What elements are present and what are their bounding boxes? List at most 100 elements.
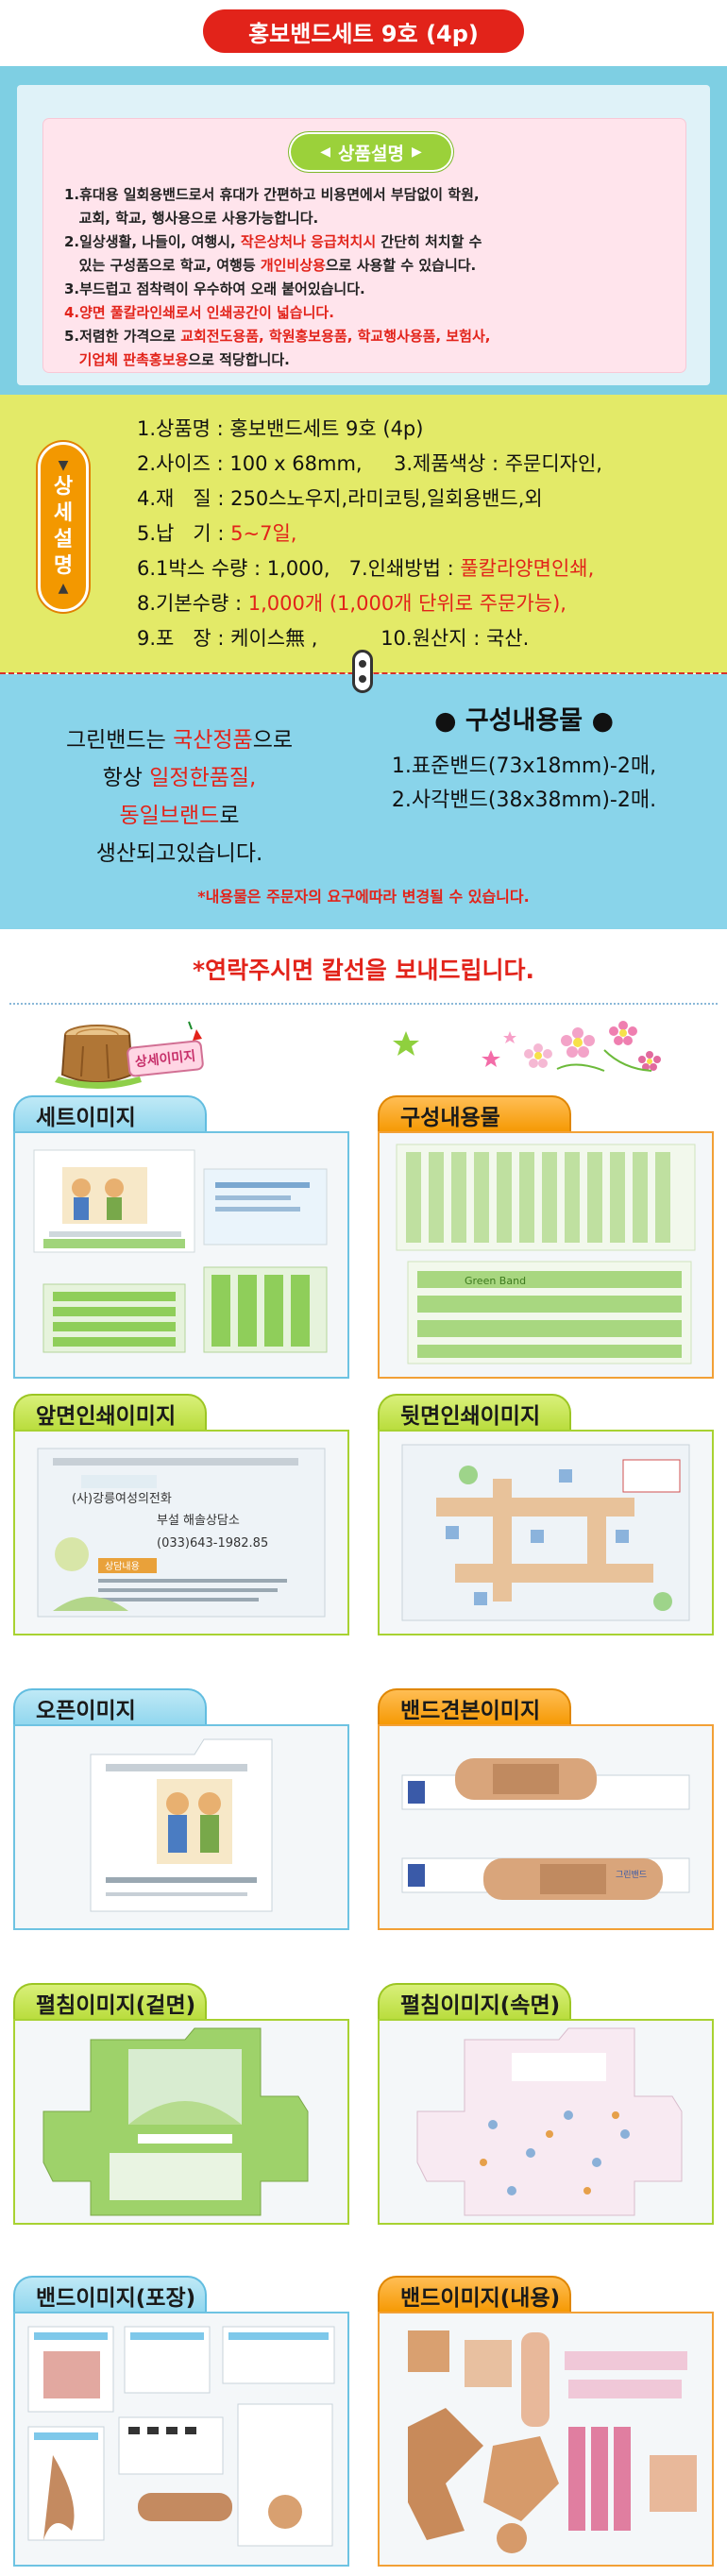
detail-line-text: 5~7일, xyxy=(230,522,297,545)
page-title: 홍보밴드세트 9호 (4p) xyxy=(203,9,524,53)
detail-line-text: 9.포 장 : 케이스無 , 10.원산지 : 국산. xyxy=(137,627,530,650)
triangle-down-icon: ▼ xyxy=(58,458,69,473)
description-line-text: 기업체 판촉홍보용 xyxy=(78,351,189,368)
composition-note: *내용물은 주문자의 요구에따라 변경될 수 있습니다. xyxy=(197,888,530,906)
brand-line: 동일브랜드로 xyxy=(38,797,321,835)
components-photo: Green Band xyxy=(378,1131,714,1379)
description-line: 2.일상생활, 나들이, 여행시, 작은상처나 응급처치시 간단히 처치할 수 xyxy=(64,230,668,254)
band-packaging-photo xyxy=(13,2312,349,2567)
tree-stump-sign-icon: 상세이미지 xyxy=(55,1021,204,1089)
arrow-left-icon: ◀ xyxy=(320,144,331,160)
brand-line-text: 항상 xyxy=(102,766,150,790)
card-label-unfolded-inner: 펼침이미지(속면) xyxy=(378,1983,571,2021)
product-description-label: ◀ 상품설명 ▶ xyxy=(291,134,451,170)
brand-en-text: Green Band xyxy=(465,1275,526,1287)
description-line-text: 있는 구성품으로 학교, 여행등 xyxy=(64,257,261,274)
contact-note: *연락주시면 칼선을 보내드립니다. xyxy=(193,957,534,984)
brand-line-text: 동일브랜드 xyxy=(119,804,220,828)
card-label-band-packaging: 밴드이미지(포장) xyxy=(13,2276,207,2313)
brand-line: 그린밴드는 국산정품으로 xyxy=(38,721,321,759)
description-line-text: 작은상처나 응급처치시 xyxy=(240,233,377,250)
detail-line-text: 6.1박스 수량 : 1,000, 7.인쇄방법 : xyxy=(137,557,461,580)
card-label-back-print: 뒷면인쇄이미지 xyxy=(378,1394,571,1432)
card-label-front-print: 앞면인쇄이미지 xyxy=(13,1394,207,1432)
detail-line: 2.사이즈 : 100 x 68mm, 3.제품색상 : 주문디자인, xyxy=(137,447,722,482)
composition-contents: ● 구성내용물 ● 1.표준밴드(73x18mm)-2매, 2.사각밴드(38x… xyxy=(340,693,708,818)
description-line: 있는 구성품으로 학교, 여행등 개인비상용으로 사용할 수 있습니다. xyxy=(64,254,668,278)
description-line-text: 으로 적당합니다. xyxy=(188,351,290,368)
description-line: 1.휴대용 일회용밴드로서 휴대가 간편하고 비용면에서 부담없이 학원, xyxy=(64,183,668,207)
unfolded-outer-photo xyxy=(13,2019,349,2225)
product-description-list: 1.휴대용 일회용밴드로서 휴대가 간편하고 비용면에서 부담없이 학원, 교회… xyxy=(64,183,668,372)
detail-spec-list: 1.상품명 : 홍보밴드세트 9호 (4p) 2.사이즈 : 100 x 68mm… xyxy=(137,412,722,656)
description-line-text: 1.휴대용 일회용밴드로서 휴대가 간편하고 비용면에서 부담없이 학원, xyxy=(64,186,484,203)
card-label-open-image: 오픈이미지 xyxy=(13,1688,207,1726)
description-line-text: 개인비상용 xyxy=(260,257,326,274)
description-line-text: 으로 사용할 수 있습니다. xyxy=(325,257,477,274)
detail-line-text: 5.납 기 : xyxy=(137,522,231,545)
open-image-photo xyxy=(13,1724,349,1930)
detail-line-text: 4.재 질 : 250스노우지,라미코팅,일회용밴드,외 xyxy=(137,487,543,510)
flowers-decoration-icon xyxy=(393,1021,661,1072)
brand-line: 생산되고있습니다. xyxy=(38,835,321,873)
description-line-text: 2.일상생활, 나들이, 여행시, xyxy=(64,233,241,250)
card-label-set-image: 세트이미지 xyxy=(13,1095,207,1133)
binder-ring-icon xyxy=(352,650,373,693)
unfolded-inner-photo xyxy=(378,2019,714,2225)
arrow-right-icon: ▶ xyxy=(411,144,422,160)
composition-item: 1.표준밴드(73x18mm)-2매, xyxy=(391,754,657,778)
detail-line: 6.1박스 수량 : 1,000, 7.인쇄방법 : 풀칼라양면인쇄, xyxy=(137,551,722,586)
card-label-unfolded-outer: 펼침이미지(겉면) xyxy=(13,1983,207,2021)
detail-line: 9.포 장 : 케이스無 , 10.원산지 : 국산. xyxy=(137,621,722,656)
description-line-text: 5.저렴한 가격으로 xyxy=(64,328,181,345)
product-description-panel: ◀ 상품설명 ▶ 1.휴대용 일회용밴드로서 휴대가 간편하고 비용면에서 부담… xyxy=(17,85,710,385)
detail-label-tab: ▼ 상세설명 ▲ xyxy=(38,442,89,612)
brand-line-text: 일정한품질, xyxy=(149,766,257,790)
card-label-band-sample: 밴드견본이미지 xyxy=(378,1688,571,1726)
front-card-subtitle: 부설 해솔상담소 xyxy=(157,1514,240,1528)
description-line: 3.부드럽고 점착력이 우수하여 오래 붙어있습니다. xyxy=(64,278,668,301)
triangle-up-icon: ▲ xyxy=(58,581,69,596)
brand-line-text: 그린밴드는 xyxy=(65,728,174,753)
brand-line-text: 생산되고있습니다. xyxy=(95,841,263,866)
detail-line: 8.기본수량 : 1,000개 (1,000개 단위로 주문가능), xyxy=(137,586,722,621)
band-sample-photo: 그린밴드 xyxy=(378,1724,714,1930)
detail-image-sign-text: 상세이미지 xyxy=(134,1048,196,1071)
front-print-photo: (사)강릉여성의전화 부설 해솔상담소 (033)643-1982.85 상담내… xyxy=(13,1430,349,1635)
composition-heading: ● 구성내용물 ● xyxy=(433,706,615,736)
product-description-section: ◀ 상품설명 ▶ 1.휴대용 일회용밴드로서 휴대가 간편하고 비용면에서 부담… xyxy=(0,66,727,395)
detail-line: 1.상품명 : 홍보밴드세트 9호 (4p) xyxy=(137,412,722,447)
back-print-photo xyxy=(378,1430,714,1635)
description-line-text: 3.부드럽고 점착력이 우수하여 오래 붙어있습니다. xyxy=(64,280,365,297)
description-line: 교회, 학교, 행사용으로 사용가능합니다. xyxy=(64,207,668,230)
product-description-label-text: 상품설명 xyxy=(338,143,404,164)
detail-line-text: 2.사이즈 : 100 x 68mm, 3.제품색상 : 주문디자인, xyxy=(137,452,602,475)
description-line-text xyxy=(64,351,79,368)
detail-line-text: 8.기본수량 : xyxy=(137,592,248,615)
band-contents-photo xyxy=(378,2312,714,2567)
band-brand-text: 그린밴드 xyxy=(616,1870,647,1880)
description-line: 기업체 판촉홍보용으로 적당합니다. xyxy=(64,348,668,372)
description-line-text: 간단히 처치할 수 xyxy=(376,233,482,250)
card-label-components: 구성내용물 xyxy=(378,1095,571,1133)
detail-label-text: 상세설명 xyxy=(53,475,74,578)
description-line: 5.저렴한 가격으로 교회전도용품, 학원홍보용품, 학교행사용품, 보험사, xyxy=(64,325,668,348)
detail-line-text: 풀칼라양면인쇄, xyxy=(460,557,595,580)
description-line-text: 4.양면 풀칼라인쇄로서 인쇄공간이 넓습니다. xyxy=(64,304,334,321)
front-card-title: (사)강릉여성의전화 xyxy=(72,1492,172,1506)
set-image-photo xyxy=(13,1131,349,1379)
description-line-text: 교회전도용품, 학원홍보용품, 학교행사용품, 보험사, xyxy=(180,328,491,345)
front-card-phone: (033)643-1982.85 xyxy=(157,1536,268,1551)
detail-line: 5.납 기 : 5~7일, xyxy=(137,517,722,551)
detail-line-text: 1,000개 (1,000개 단위로 주문가능), xyxy=(247,592,566,615)
description-line: 4.양면 풀칼라인쇄로서 인쇄공간이 넓습니다. xyxy=(64,301,668,325)
brand-line-text: 으로 xyxy=(252,728,294,753)
card-label-band-contents: 밴드이미지(내용) xyxy=(378,2276,571,2313)
front-card-badge: 상담내용 xyxy=(105,1561,140,1572)
brand-line-text: 국산정품 xyxy=(173,728,253,753)
dotted-divider xyxy=(9,1003,718,1005)
detail-section: ▼ 상세설명 ▲ 1.상품명 : 홍보밴드세트 9호 (4p) 2.사이즈 : 1… xyxy=(0,395,727,673)
detail-line: 4.재 질 : 250스노우지,라미코팅,일회용밴드,외 xyxy=(137,482,722,517)
